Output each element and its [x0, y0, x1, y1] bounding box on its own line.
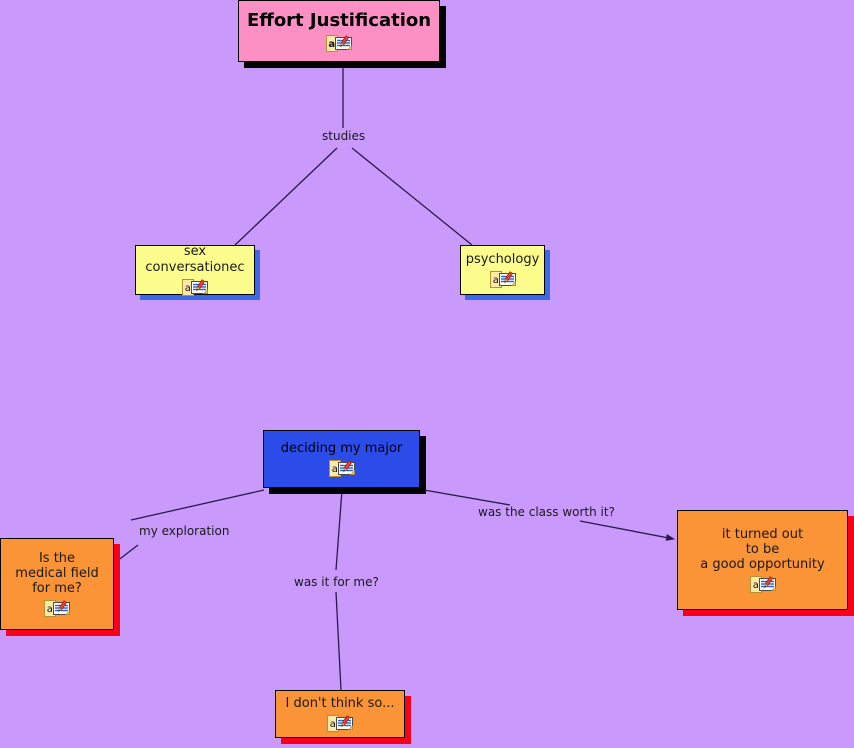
node-effort-justification[interactable]: Effort Justification a: [238, 0, 440, 62]
edge-branch-to-psychology: [351, 147, 473, 246]
node-label: I don't think so...: [285, 695, 395, 711]
node-label: deciding my major: [280, 440, 403, 456]
my-exploration-label[interactable]: my exploration: [139, 524, 230, 538]
note-annotation-icon[interactable]: a: [327, 715, 353, 733]
edge-lines: [107, 68, 675, 691]
node-label: Effort Justification: [246, 9, 432, 31]
was-it-for-me-label[interactable]: was it for me?: [294, 575, 379, 589]
edge-major-to-medical-field: [130, 489, 265, 521]
edge-major-to-dont-think-so: [335, 489, 343, 571]
note-annotation-icon[interactable]: a: [44, 600, 70, 618]
edge-branch-to-sex-conversationec: [234, 147, 338, 246]
node-label: sex conversationec: [145, 244, 245, 275]
note-annotation-icon[interactable]: a: [182, 278, 208, 296]
node-medical-field[interactable]: Is the medical field for me? a: [0, 538, 114, 630]
note-annotation-icon[interactable]: a: [326, 35, 352, 53]
note-annotation-icon[interactable]: a: [328, 460, 355, 478]
node-label: it turned out to be a good opportunity: [700, 526, 825, 573]
node-psychology[interactable]: psychology a: [460, 245, 545, 295]
note-annotation-icon[interactable]: a: [749, 576, 776, 594]
studies-label[interactable]: studies: [322, 129, 366, 143]
svg-text:a: a: [47, 604, 53, 615]
edge-dont-think-label-to-node: [335, 591, 342, 691]
svg-text:a: a: [331, 464, 337, 475]
node-sex-conversationec[interactable]: sex conversationec a: [135, 244, 255, 296]
svg-text:a: a: [328, 39, 335, 50]
node-deciding-my-major[interactable]: deciding my major a: [263, 430, 420, 488]
edge-major-to-class-worth-label: [423, 489, 511, 506]
svg-text:a: a: [330, 719, 336, 730]
was-the-class-worth-it-label[interactable]: was the class worth it?: [478, 505, 615, 519]
edge-class-worth-label-to-opportunity: [579, 520, 675, 541]
svg-text:a: a: [492, 275, 498, 286]
svg-text:a: a: [185, 283, 191, 294]
svg-text:a: a: [752, 580, 758, 591]
note-annotation-icon[interactable]: a: [489, 271, 516, 289]
node-i-dont-think-so[interactable]: I don't think so... a: [275, 690, 405, 738]
node-label: Is the medical field for me?: [15, 550, 99, 597]
node-good-opportunity[interactable]: it turned out to be a good opportunity a: [677, 510, 848, 610]
node-label: psychology: [465, 251, 540, 267]
